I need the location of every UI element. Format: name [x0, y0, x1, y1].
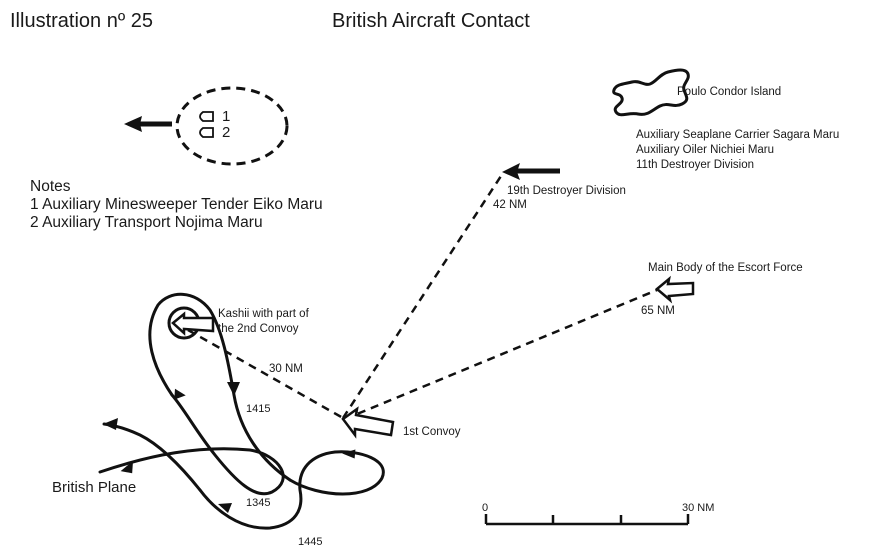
main-body-distance: 65 NM [641, 305, 675, 317]
track-segment-kashii-loop [148, 292, 292, 482]
main-body-label: Main Body of the Escort Force [648, 262, 803, 274]
track-arrow-icon [218, 503, 232, 513]
illustration-number: Illustration nº 25 [10, 10, 153, 32]
island-name: Poulo Condor Island [677, 86, 782, 98]
first-convoy-hollow-arrow [341, 406, 395, 439]
kashii-label-line2: the 2nd Convoy [218, 323, 299, 335]
page-title: British Aircraft Contact [332, 10, 530, 32]
destroyer-19-heading-arrow [502, 163, 560, 180]
ship-group-boundary [175, 86, 289, 166]
island-outline-icon [612, 68, 690, 117]
track-segment-east-loop [198, 450, 385, 530]
track-arrow-icon [342, 449, 356, 459]
track-arrow-icon [120, 460, 134, 474]
ship-marker-2: 2 [222, 124, 231, 141]
kashii-hollow-arrow [171, 311, 215, 336]
main-body-hollow-arrow [655, 275, 695, 304]
destroyer-19-distance: 42 NM [493, 199, 527, 211]
first-convoy-label: 1st Convoy [403, 426, 461, 438]
kashii-label-line1: Kashii with part of [218, 308, 309, 320]
island-unit-1: Auxiliary Seaplane Carrier Sagara Maru [636, 129, 840, 141]
notes-item-2: 2 Auxiliary Transport Nojima Maru [30, 214, 263, 231]
track-time-1415: 1415 [246, 403, 271, 415]
ship-icon-2 [199, 127, 214, 138]
track-time-1345: 1345 [246, 497, 271, 509]
scale-start-label: 0 [482, 502, 489, 514]
distance-line-kashii [187, 328, 344, 420]
distance-line-main-body [344, 288, 658, 421]
destroyer-19-label: 19th Destroyer Division [507, 185, 626, 197]
scale-bar [484, 514, 690, 526]
island-unit-3: 11th Destroyer Division [636, 159, 755, 171]
track-time-1445: 1445 [298, 536, 323, 548]
island-unit-2: Auxiliary Oiler Nichiei Maru [636, 144, 775, 156]
track-segment-entry [98, 393, 285, 496]
track-arrow-icon [174, 388, 186, 400]
notes-item-1: 1 Auxiliary Minesweeper Tender Eiko Maru [30, 196, 323, 213]
scale-end-label: 30 NM [682, 502, 715, 514]
british-plane-label: British Plane [52, 479, 137, 496]
ship-marker-1: 1 [222, 108, 231, 125]
ship-icon-1 [199, 111, 214, 122]
track-arrow-icon [227, 382, 240, 396]
kashii-distance: 30 NM [269, 363, 303, 375]
track-arrow-icon [103, 418, 118, 430]
distance-line-19th-dd [341, 172, 505, 419]
notes-heading: Notes [30, 178, 71, 195]
ship-group-heading-arrow [124, 116, 172, 132]
